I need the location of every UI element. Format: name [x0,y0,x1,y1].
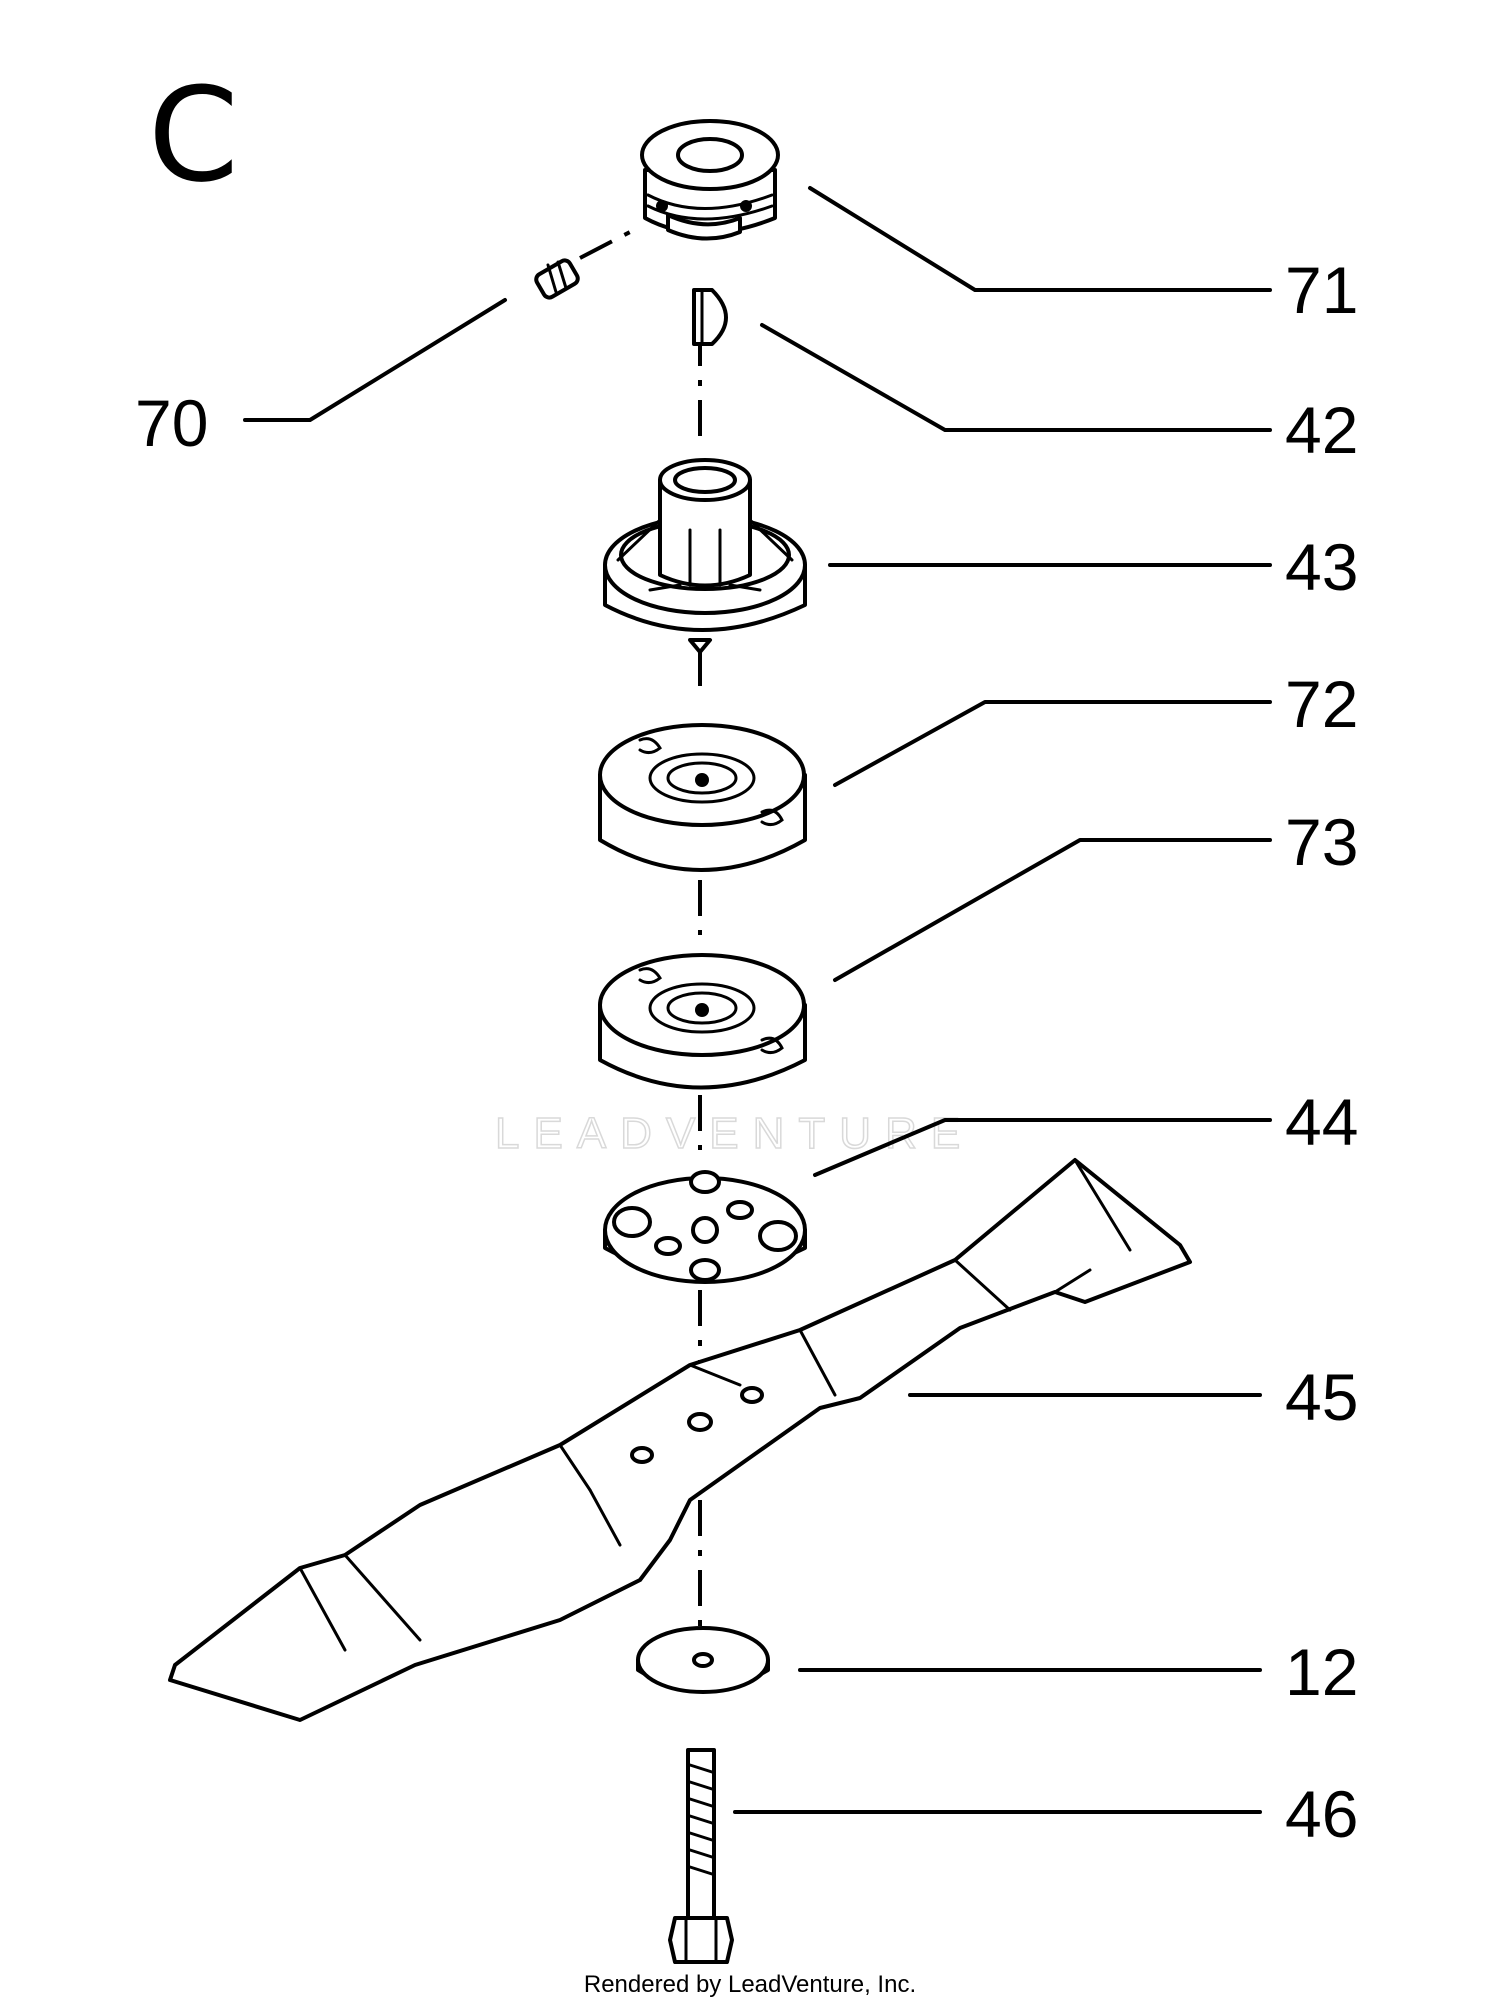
callout-44: 44 [1285,1085,1358,1159]
leader-44 [813,1118,1272,1177]
leader-42 [760,323,1272,432]
callout-46: 46 [1285,1777,1358,1851]
part-12-washer [636,1626,770,1694]
part-72-spacer [598,723,807,872]
section-label: C [148,59,239,211]
leader-lines [243,186,1272,1814]
callout-42: 42 [1285,393,1358,467]
part-42-key [692,288,728,346]
leader-71 [808,186,1272,292]
watermark: LEADVENTURE [495,1109,974,1158]
part-71-pulley [640,119,780,241]
part-70-set-screw [534,258,580,300]
callout-72: 72 [1285,667,1358,741]
callout-43: 43 [1285,530,1358,604]
callout-73: 73 [1285,805,1358,879]
part-45-blade [168,1158,1192,1722]
part-46-bolt [668,1748,734,1964]
assembly-axis [579,230,702,1650]
leader-72 [833,700,1272,787]
callout-12: 12 [1285,1635,1358,1709]
part-43-adapter [603,458,807,654]
callout-71: 71 [1285,253,1358,327]
leader-70 [243,298,507,422]
part-73-spacer [598,953,807,1090]
part-44-flange [603,1170,807,1284]
callout-45: 45 [1285,1360,1358,1434]
footer-credit: Rendered by LeadVenture, Inc. [584,1971,916,1998]
callout-70: 70 [135,386,208,460]
leader-73 [833,838,1272,982]
